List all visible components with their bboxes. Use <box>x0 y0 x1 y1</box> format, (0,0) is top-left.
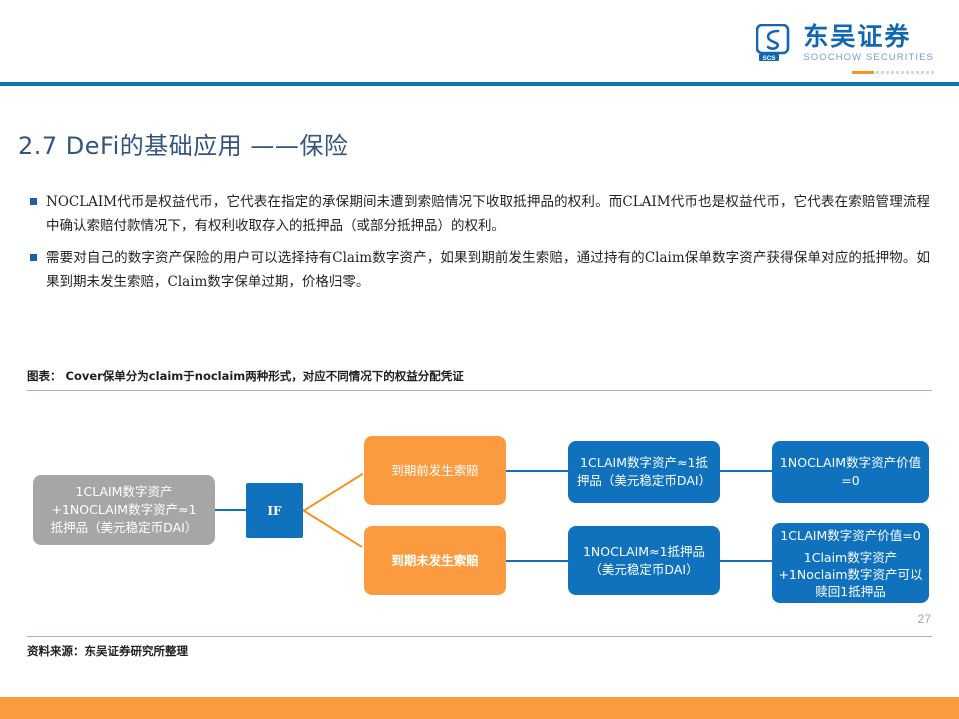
bullet-text: NOCLAIM代币是权益代币，它代表在指定的承保期间未遭到索赔情况下收取抵押品的… <box>46 194 930 234</box>
logo-badge-text: SCS <box>763 55 776 62</box>
page-number: 27 <box>917 612 931 626</box>
node-if-condition: IF <box>246 483 303 538</box>
connector-claim-branch-to-mid-top <box>506 470 568 472</box>
chart-caption: 图表： Cover保单分为claim于noclaim两种形式，对应不同情况下的权… <box>27 369 464 383</box>
node-claim-token-value: 1CLAIM数字资产≈1抵押品（美元稳定币DAI） <box>568 441 720 503</box>
bullet-square-icon <box>30 254 37 261</box>
node-claim-token-zero: 1CLAIM数字资产价值=0 1Claim数字资产+1Noclaim数字资产可以… <box>772 523 929 603</box>
caption-divider <box>27 390 932 391</box>
connector-noclaim-branch-to-mid-bottom <box>506 560 568 562</box>
connector-mid-top-to-right-top <box>720 470 772 472</box>
node-claim-token-zero-line1: 1CLAIM数字资产价值=0 <box>780 527 921 543</box>
node-branch-claim-before-expiry: 到期前发生索赔 <box>364 436 506 505</box>
flow-diagram: 1CLAIM数字资产 +1NOCLAIM数字资产≈1 抵押品（美元稳定币DAI）… <box>0 398 959 613</box>
node-noclaim-token-value: 1NOCLAIM≈1抵押品（美元稳定币DAI） <box>568 526 720 595</box>
list-item: NOCLAIM代币是权益代币，它代表在指定的承保期间未遭到索赔情况下收取抵押品的… <box>30 190 930 238</box>
company-logo: SCS 东吴证券 SOOCHOW SECURITIES <box>756 22 934 63</box>
connector-if-to-noclaim-branch <box>301 509 363 548</box>
page-title: 2.7 DeFi的基础应用 ——保险 <box>18 132 349 160</box>
node-source-asset: 1CLAIM数字资产 +1NOCLAIM数字资产≈1 抵押品（美元稳定币DAI） <box>33 475 215 545</box>
bottom-accent-bar <box>0 697 959 719</box>
soochow-logo-icon: SCS <box>756 23 794 62</box>
connector-mid-bottom-to-right-bottom <box>720 560 772 562</box>
node-claim-token-zero-line2: 1Claim数字资产+1Noclaim数字资产可以赎回1抵押品 <box>778 549 923 599</box>
node-branch-no-claim-at-expiry: 到期未发生索赔 <box>364 526 506 595</box>
header-divider <box>0 82 959 86</box>
source-note: 资料来源：东吴证券研究所整理 <box>27 644 188 658</box>
list-item: 需要对自己的数字资产保险的用户可以选择持有Claim数字资产，如果到期前发生索赔… <box>30 246 930 294</box>
footer-divider <box>27 636 932 637</box>
bullet-list: NOCLAIM代币是权益代币，它代表在指定的承保期间未遭到索赔情况下收取抵押品的… <box>30 190 930 302</box>
node-noclaim-token-zero: 1NOCLAIM数字资产价值=0 <box>772 441 929 503</box>
bullet-square-icon <box>30 198 37 205</box>
connector-source-to-if <box>215 509 246 511</box>
header-accent-dots <box>852 71 934 74</box>
connector-if-to-claim-branch <box>303 472 364 512</box>
logo-chinese-name: 东吴证券 <box>803 22 912 51</box>
bullet-text: 需要对自己的数字资产保险的用户可以选择持有Claim数字资产，如果到期前发生索赔… <box>46 250 930 290</box>
logo-english-name: SOOCHOW SECURITIES <box>803 52 934 63</box>
